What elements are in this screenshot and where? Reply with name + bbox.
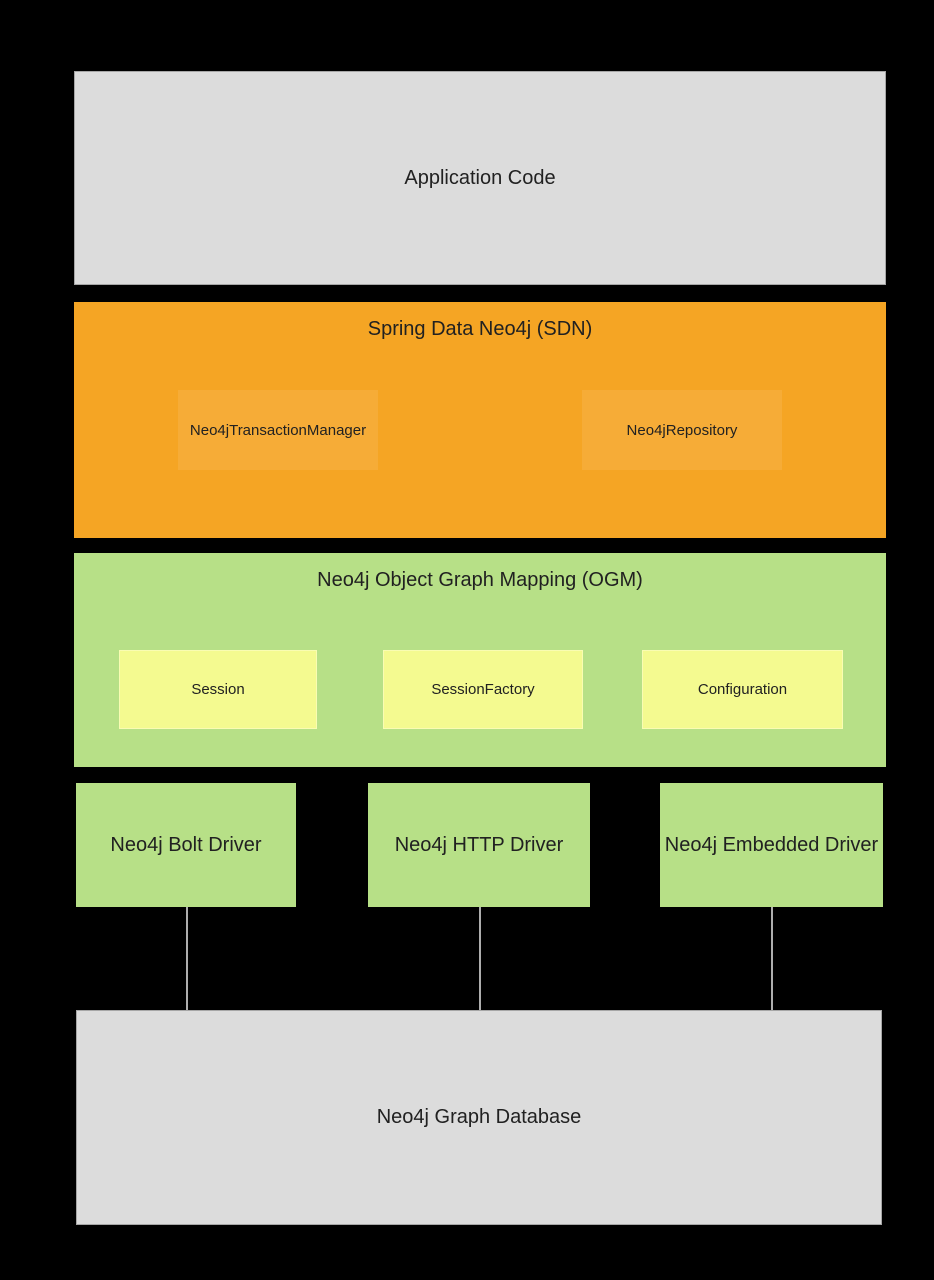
application-code-label: Application Code bbox=[404, 166, 556, 189]
sdn-box: Spring Data Neo4j (SDN) Neo4jTransaction… bbox=[74, 302, 886, 538]
configuration-label: Configuration bbox=[697, 681, 788, 698]
connector-bolt-to-database bbox=[186, 907, 188, 1011]
bolt-driver-box: Neo4j Bolt Driver bbox=[76, 783, 296, 907]
ogm-box: Neo4j Object Graph Mapping (OGM) Session… bbox=[74, 553, 886, 767]
graph-database-label: Neo4j Graph Database bbox=[376, 1106, 582, 1128]
session-factory-box: SessionFactory bbox=[383, 650, 583, 729]
neo4j-transaction-manager-box: Neo4jTransactionManager bbox=[178, 390, 378, 470]
ogm-title: Neo4j Object Graph Mapping (OGM) bbox=[317, 569, 643, 591]
bolt-driver-label: Neo4j Bolt Driver bbox=[110, 833, 262, 856]
embedded-driver-label: Neo4j Embedded Driver bbox=[664, 833, 879, 856]
configuration-box: Configuration bbox=[642, 650, 843, 729]
neo4j-repository-box: Neo4jRepository bbox=[582, 390, 782, 470]
neo4j-transaction-manager-label: Neo4jTransactionManager bbox=[189, 421, 367, 439]
session-factory-label: SessionFactory bbox=[431, 681, 535, 698]
embedded-driver-box: Neo4j Embedded Driver bbox=[660, 783, 883, 907]
graph-database-box: Neo4j Graph Database bbox=[76, 1010, 882, 1225]
http-driver-label: Neo4j HTTP Driver bbox=[394, 833, 564, 856]
connector-http-to-database bbox=[479, 907, 481, 1011]
http-driver-box: Neo4j HTTP Driver bbox=[368, 783, 590, 907]
session-label: Session bbox=[191, 681, 245, 698]
neo4j-repository-label: Neo4jRepository bbox=[626, 421, 738, 439]
connector-embedded-to-database bbox=[771, 907, 773, 1011]
application-code-box: Application Code bbox=[74, 71, 886, 285]
sdn-title: Spring Data Neo4j (SDN) bbox=[367, 318, 593, 340]
session-box: Session bbox=[119, 650, 317, 729]
